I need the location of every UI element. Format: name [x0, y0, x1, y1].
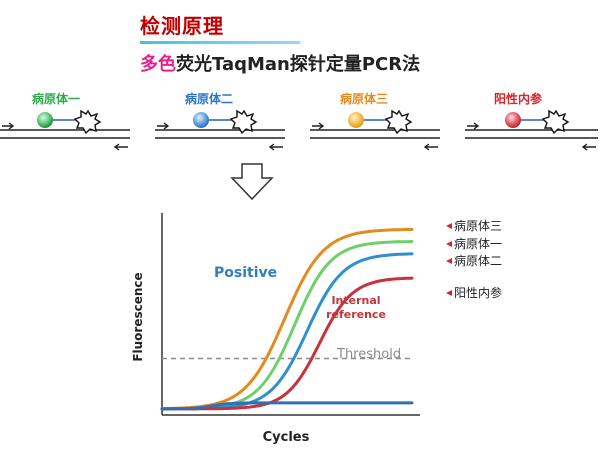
probe-group-2	[155, 109, 285, 151]
positive-label: Positive	[214, 265, 277, 281]
reverse-arrow-icon	[268, 143, 283, 151]
legend-label-2: 病原体一	[454, 236, 502, 251]
probe-label-3: 病原体三	[340, 92, 389, 106]
legend: 病原体三 病原体一 病原体二 阳性内参	[446, 218, 502, 300]
reporter-dye-icon	[37, 112, 53, 128]
quencher-star-icon	[384, 109, 413, 135]
reporter-dye-icon	[193, 112, 209, 128]
probe-group-1	[0, 109, 130, 151]
amplification-chart: Threshold Positive Internal reference Cy…	[131, 213, 502, 445]
curves-group	[160, 227, 414, 411]
legend-label-3: 病原体二	[454, 253, 502, 268]
probe-group-3	[310, 109, 440, 151]
page-title: 检测原理	[140, 14, 224, 38]
reverse-arrow-icon	[423, 143, 438, 151]
threshold-label: Threshold	[336, 347, 401, 362]
subtitle-accent: 多色	[140, 54, 176, 75]
legend-marker-icon	[446, 223, 452, 229]
reverse-arrow-icon	[113, 143, 128, 151]
forward-arrow-icon	[157, 122, 170, 130]
legend-label-4: 阳性内参	[454, 285, 502, 300]
quencher-star-icon	[73, 109, 102, 135]
curve-5	[160, 401, 414, 411]
down-arrow-icon	[230, 163, 274, 201]
forward-arrow-icon	[312, 122, 325, 130]
subtitle-rest: 荧光TaqMan探针定量PCR法	[176, 54, 421, 75]
reporter-dye-icon	[505, 112, 521, 128]
legend-marker-icon	[446, 290, 452, 296]
probe-diagrams	[0, 109, 598, 151]
probe-label-4: 阳性内参	[494, 92, 543, 106]
quencher-star-icon	[229, 109, 258, 135]
curve-2	[160, 240, 414, 411]
internal-label-line2: reference	[326, 308, 386, 321]
internal-label-line1: Internal	[331, 294, 380, 307]
legend-marker-icon	[446, 241, 452, 247]
y-axis-label: Fluorescence	[131, 272, 145, 361]
page-subtitle: 多色荧光TaqMan探针定量PCR法	[140, 50, 420, 76]
title-underline	[140, 41, 300, 44]
forward-arrow-icon	[2, 122, 15, 130]
probe-label-2: 病原体二	[185, 92, 234, 106]
curve-3	[160, 252, 414, 411]
probe-label-1: 病原体一	[32, 92, 81, 106]
forward-arrow-icon	[467, 122, 480, 130]
curve-4	[160, 276, 414, 411]
x-axis-label: Cycles	[263, 430, 310, 445]
legend-marker-icon	[446, 258, 452, 264]
legend-label-1: 病原体三	[454, 218, 502, 233]
reporter-dye-icon	[348, 112, 364, 128]
reverse-arrow-icon	[581, 143, 596, 151]
quencher-star-icon	[541, 109, 570, 135]
probe-group-4	[465, 109, 598, 151]
